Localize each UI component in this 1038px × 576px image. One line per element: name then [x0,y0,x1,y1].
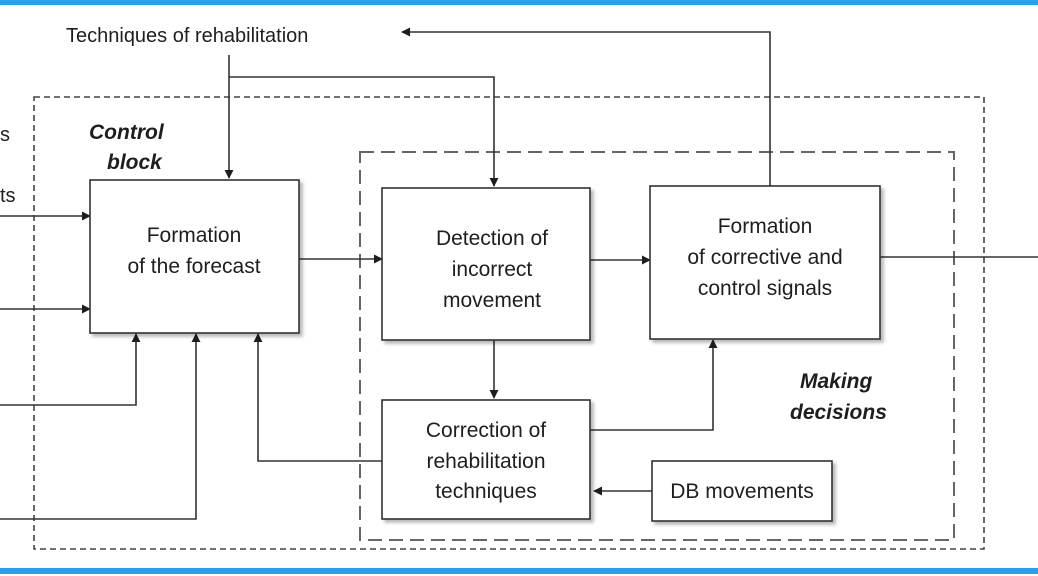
correction-text-line1: Correction of [426,419,546,442]
corrective-text-line3: control signals [698,277,832,300]
partial-left-label-s: s [0,124,10,146]
bottom-accent-bar [0,568,1038,574]
forecast-box [89,179,300,334]
connector-input-3 [0,333,141,406]
db-movements-box [651,460,833,522]
connector-input-4 [0,333,201,520]
detection-text-line1: Detection of [436,227,548,250]
techniques-label: Techniques of rehabilitation [66,25,308,47]
detection-text-line3: movement [443,289,541,312]
correction-box [381,399,591,520]
db-movements-text: DB movements [670,480,814,503]
making-decisions-boundary [359,151,955,541]
connector-correction-to-forecast [253,333,382,462]
corrective-text-line1: Formation [718,215,813,238]
correction-text-line2: rehabilitation [426,450,545,473]
top-accent-bar [0,0,1038,5]
corrective-box [649,185,881,340]
connector-corrective-to-techniques [401,27,771,186]
partial-left-label-ts: ts [0,185,16,207]
control-block-label-line2: block [107,151,163,174]
forecast-text-line1: Formation [147,224,242,247]
connector-techniques-to-detection [229,76,499,187]
forecast-text-line2: of the forecast [127,255,260,278]
corrective-text-line2: of corrective and [687,246,842,269]
correction-text-line3: techniques [435,480,537,503]
control-block-boundary [33,96,985,550]
making-decisions-label-line2: decisions [790,401,887,424]
detection-text-line2: incorrect [452,258,533,281]
detection-box [381,187,591,341]
control-block-label-line1: Control [89,121,165,144]
connector-correction-to-corrective [590,339,718,431]
making-decisions-label-line1: Making [800,370,873,393]
